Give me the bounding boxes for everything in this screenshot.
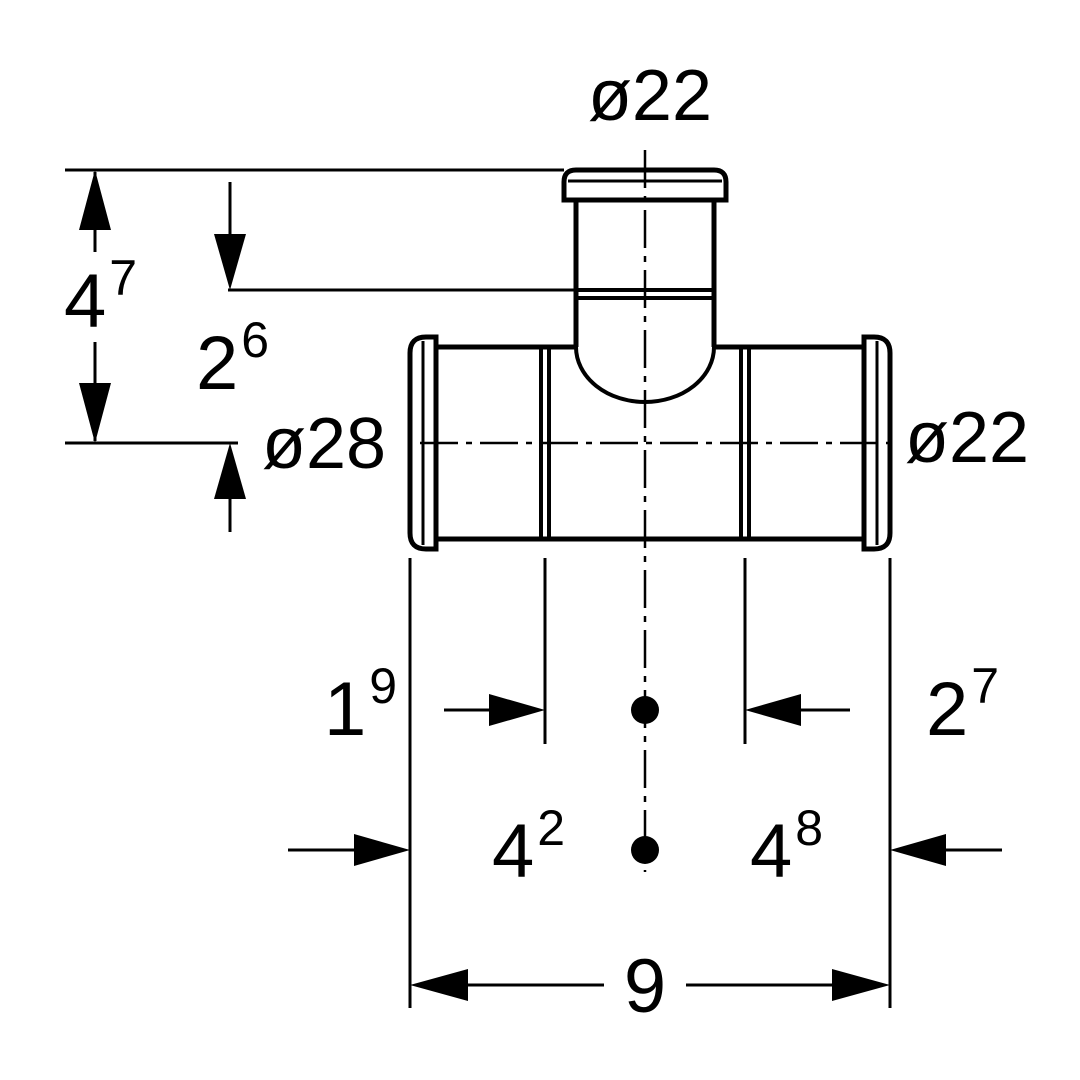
dim27-arrow-left xyxy=(745,694,801,726)
dim-label-branch-press-depth: 26 xyxy=(196,312,269,406)
dim47-arrow-down xyxy=(79,383,111,443)
dim26-arrow-up xyxy=(214,443,246,499)
dim9-arrow-right xyxy=(832,969,890,1001)
dim19-arrow-right xyxy=(489,694,545,726)
label-run-left-diameter: ø28 xyxy=(262,404,386,484)
dim48-arrow-left xyxy=(890,834,946,866)
branch-junction-dome-arc xyxy=(574,346,716,404)
dim-label-center-to-right-bead: 27 xyxy=(926,658,999,752)
labels: ø22 ø28 ø22 47 26 19 27 42 48 9 xyxy=(64,56,1029,1029)
dim-label-total-length: 9 xyxy=(624,944,666,1029)
tee-fitting xyxy=(407,167,893,552)
label-branch-diameter: ø22 xyxy=(588,56,712,136)
dim-label-branch-height: 47 xyxy=(64,250,137,344)
dim-label-center-to-right-end: 48 xyxy=(750,800,823,894)
dim47-arrow-up xyxy=(79,170,111,230)
dim-label-center-to-left-bead: 19 xyxy=(324,658,397,752)
extension-lines xyxy=(65,168,892,1008)
right-press-collar xyxy=(861,334,893,552)
center-origin-dot-upper xyxy=(631,696,659,724)
label-run-right-diameter: ø22 xyxy=(905,398,1029,478)
branch-press-collar xyxy=(561,167,729,203)
centerlines xyxy=(420,150,898,872)
dimension-lines xyxy=(79,170,1002,1001)
left-press-collar xyxy=(407,334,439,552)
dim-label-center-to-left-end: 42 xyxy=(492,800,565,894)
center-origin-dot-lower xyxy=(631,836,659,864)
dim42-arrow-right xyxy=(354,834,410,866)
dim9-arrow-left xyxy=(410,969,468,1001)
dim26-arrow-down xyxy=(214,234,246,290)
